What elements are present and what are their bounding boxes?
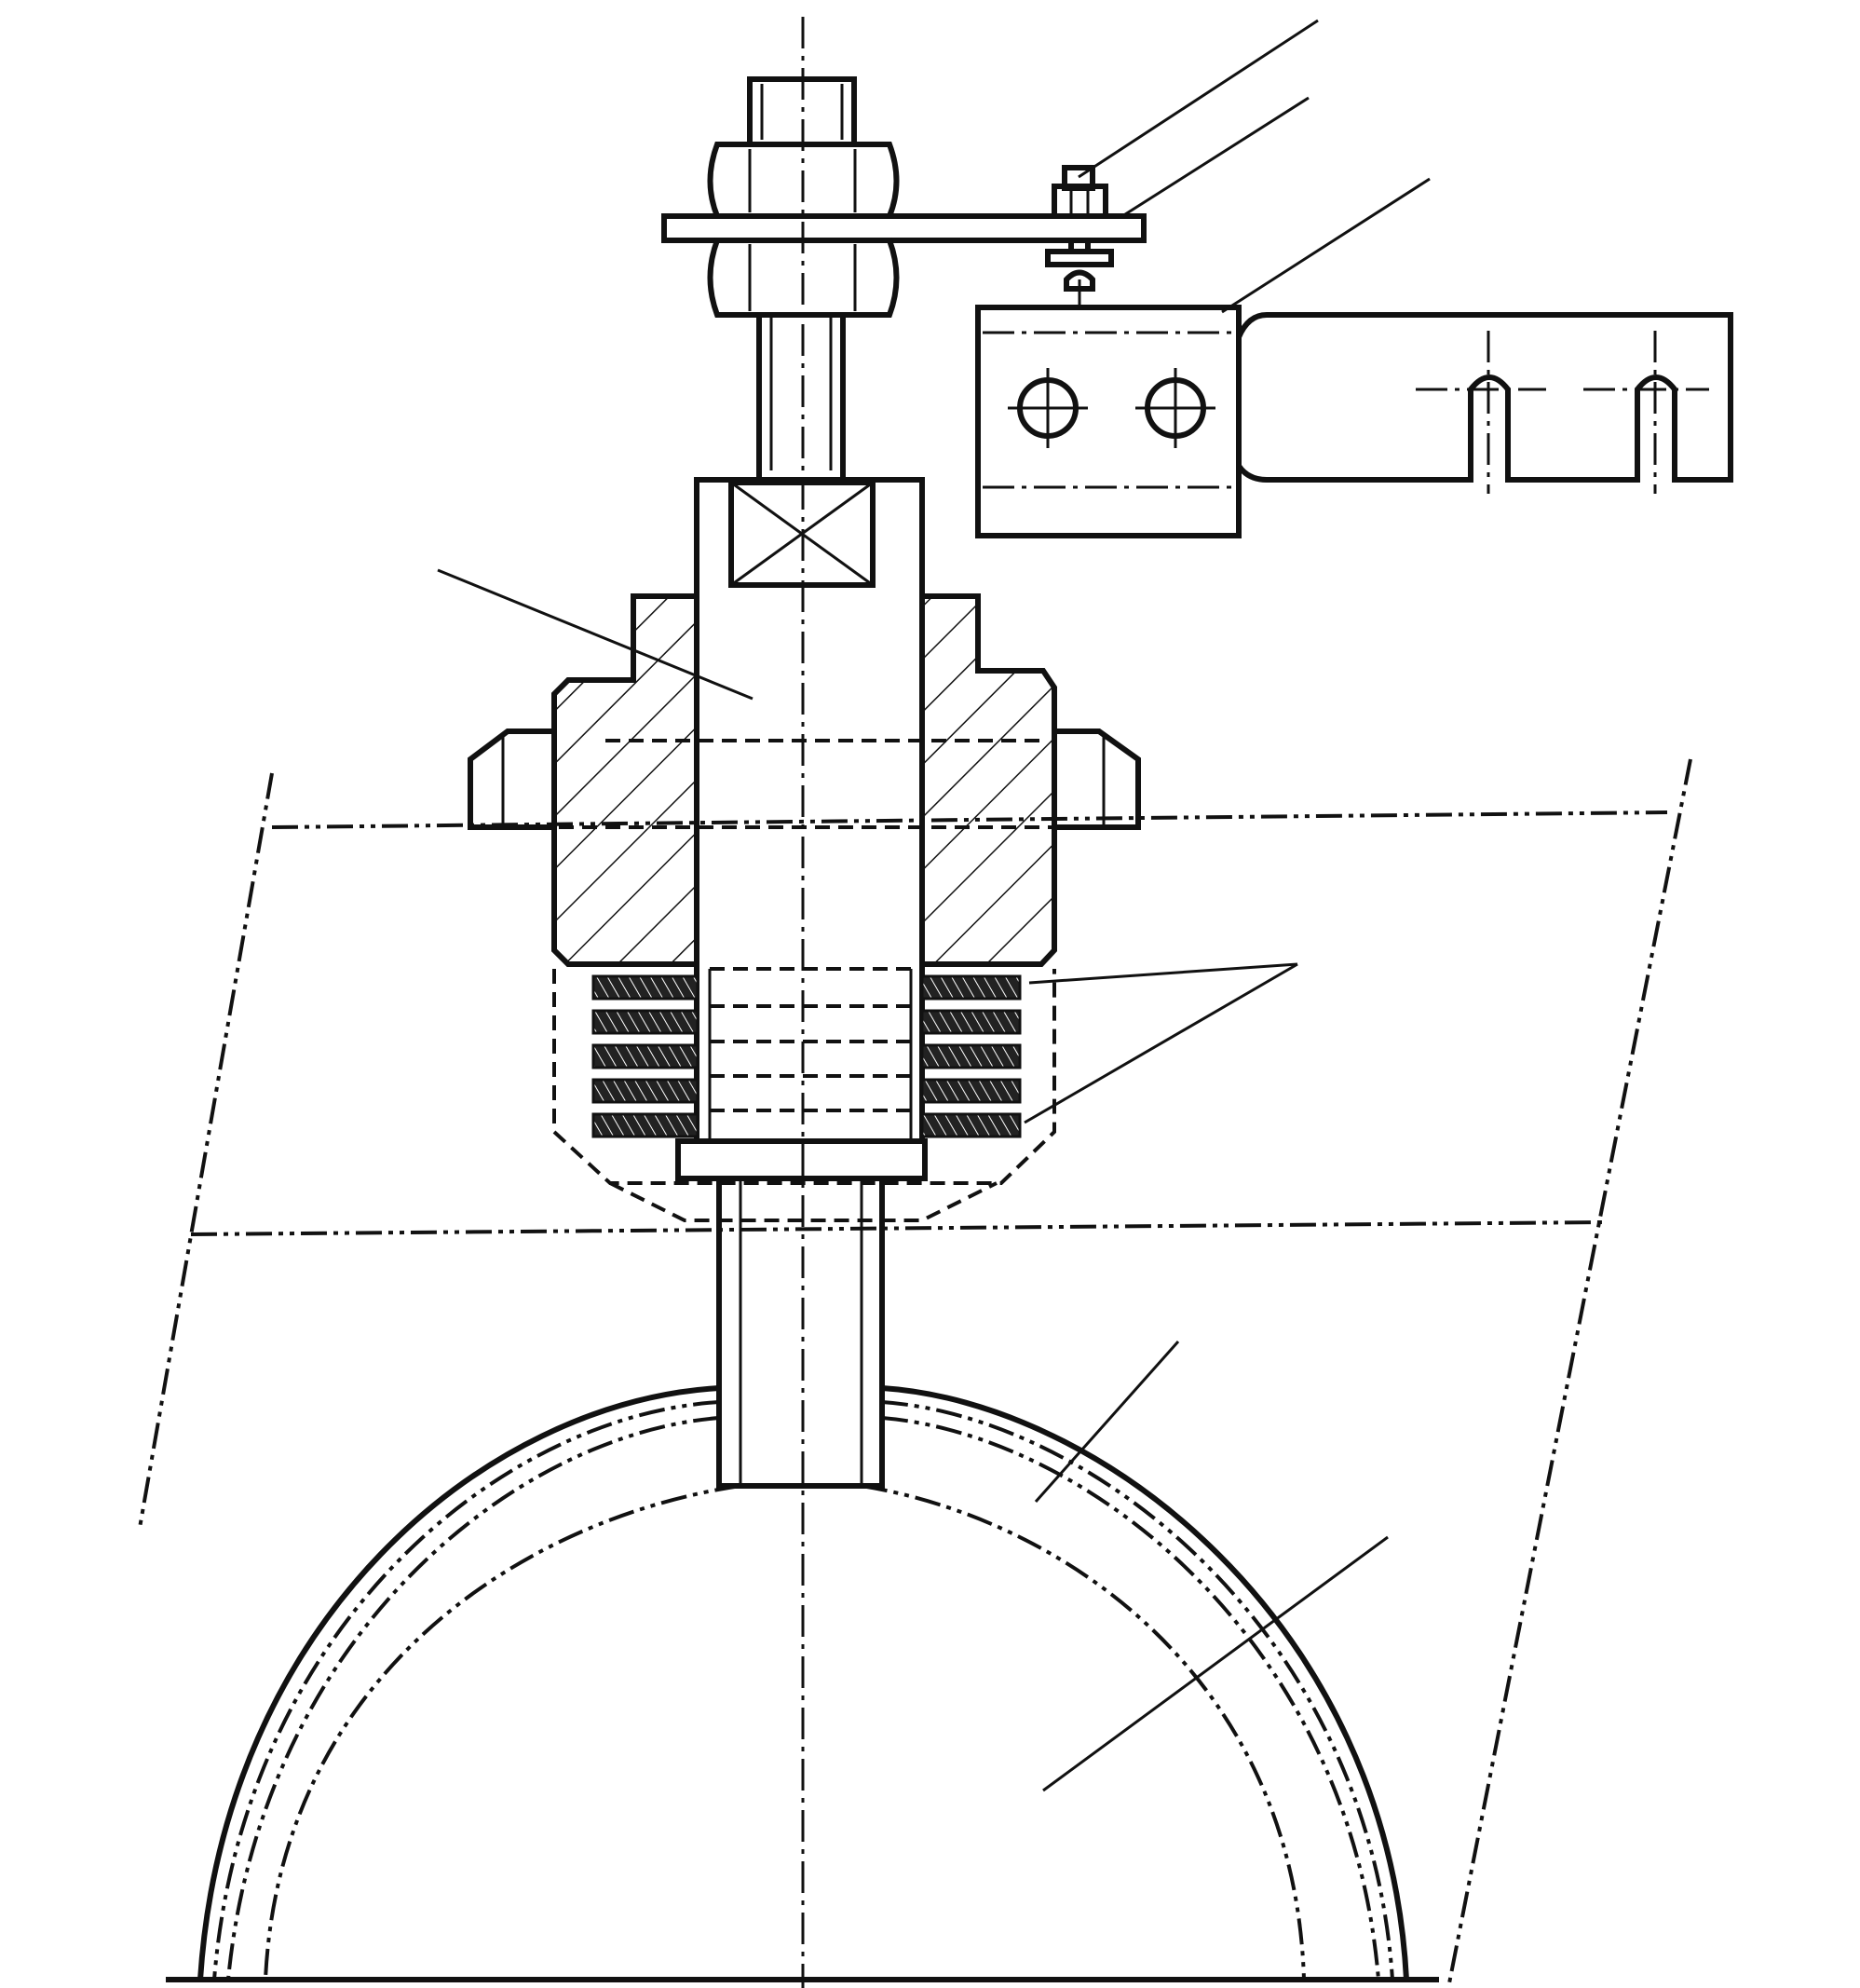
limit-switch: [975, 305, 1733, 538]
leader-lines: [437, 19, 1431, 1792]
leader-2: [1121, 96, 1310, 218]
adjusting-screw: [1045, 165, 1114, 307]
washer-and-stem: [609, 1138, 998, 1489]
leader-5a: [1028, 962, 1298, 985]
disc-spring-stack: [552, 967, 1056, 1185]
bushing-section: [468, 593, 1141, 967]
leader-7: [1042, 1535, 1389, 1792]
leader-1: [1078, 19, 1319, 179]
leader-5b: [1024, 962, 1298, 1124]
leader-6: [1034, 1341, 1180, 1503]
dome-arcs: [166, 1385, 1439, 1982]
housing-phantom-outline: [138, 758, 1692, 1988]
stud-and-locknuts: [661, 76, 1147, 480]
leader-4: [437, 568, 754, 701]
leader-3: [1221, 177, 1431, 314]
